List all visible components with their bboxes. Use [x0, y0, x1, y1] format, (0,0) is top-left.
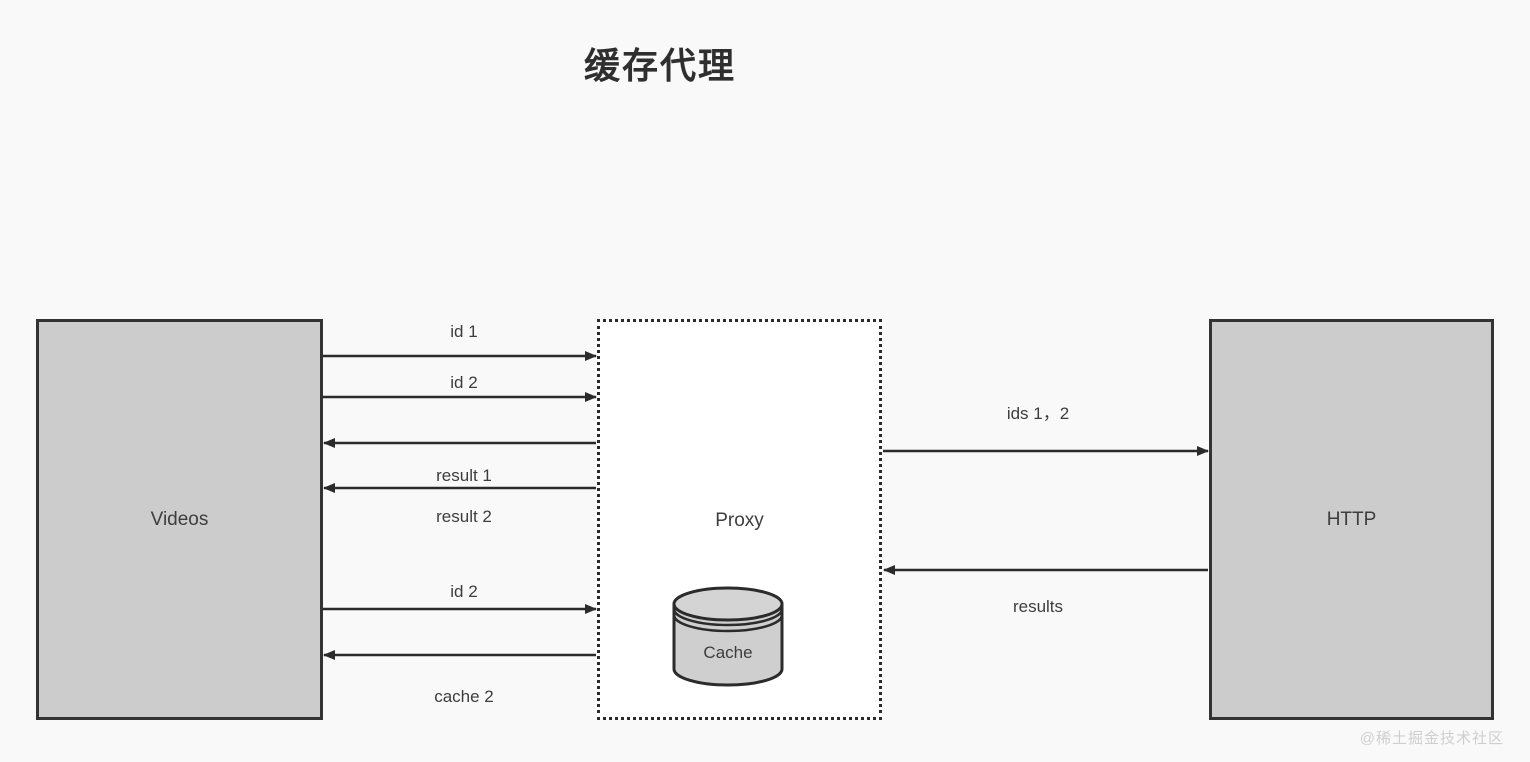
node-http: HTTP — [1209, 319, 1494, 720]
edge-label-result-1: result 1 — [436, 466, 492, 485]
edge-label-cache-2: cache 2 — [434, 687, 494, 706]
node-videos-label: Videos — [150, 508, 209, 530]
edge-label-ids-1-2: ids 1，2 — [1006, 404, 1070, 423]
edge-label-results: results — [1012, 597, 1064, 616]
edge-label-id-2-second: id 2 — [450, 582, 478, 601]
watermark: @稀土掘金技术社区 — [1359, 730, 1504, 747]
node-http-label: HTTP — [1326, 508, 1377, 530]
node-proxy-label: Proxy — [715, 510, 764, 531]
cache-label: Cache — [703, 643, 753, 662]
cache-cylinder-icon — [672, 586, 784, 687]
page-title: 缓存代理 — [583, 45, 736, 86]
node-videos: Videos — [36, 319, 323, 720]
edge-label-id-1: id 1 — [450, 322, 478, 341]
edge-label-id-2: id 2 — [450, 373, 478, 392]
edge-label-result-2: result 2 — [436, 507, 492, 526]
